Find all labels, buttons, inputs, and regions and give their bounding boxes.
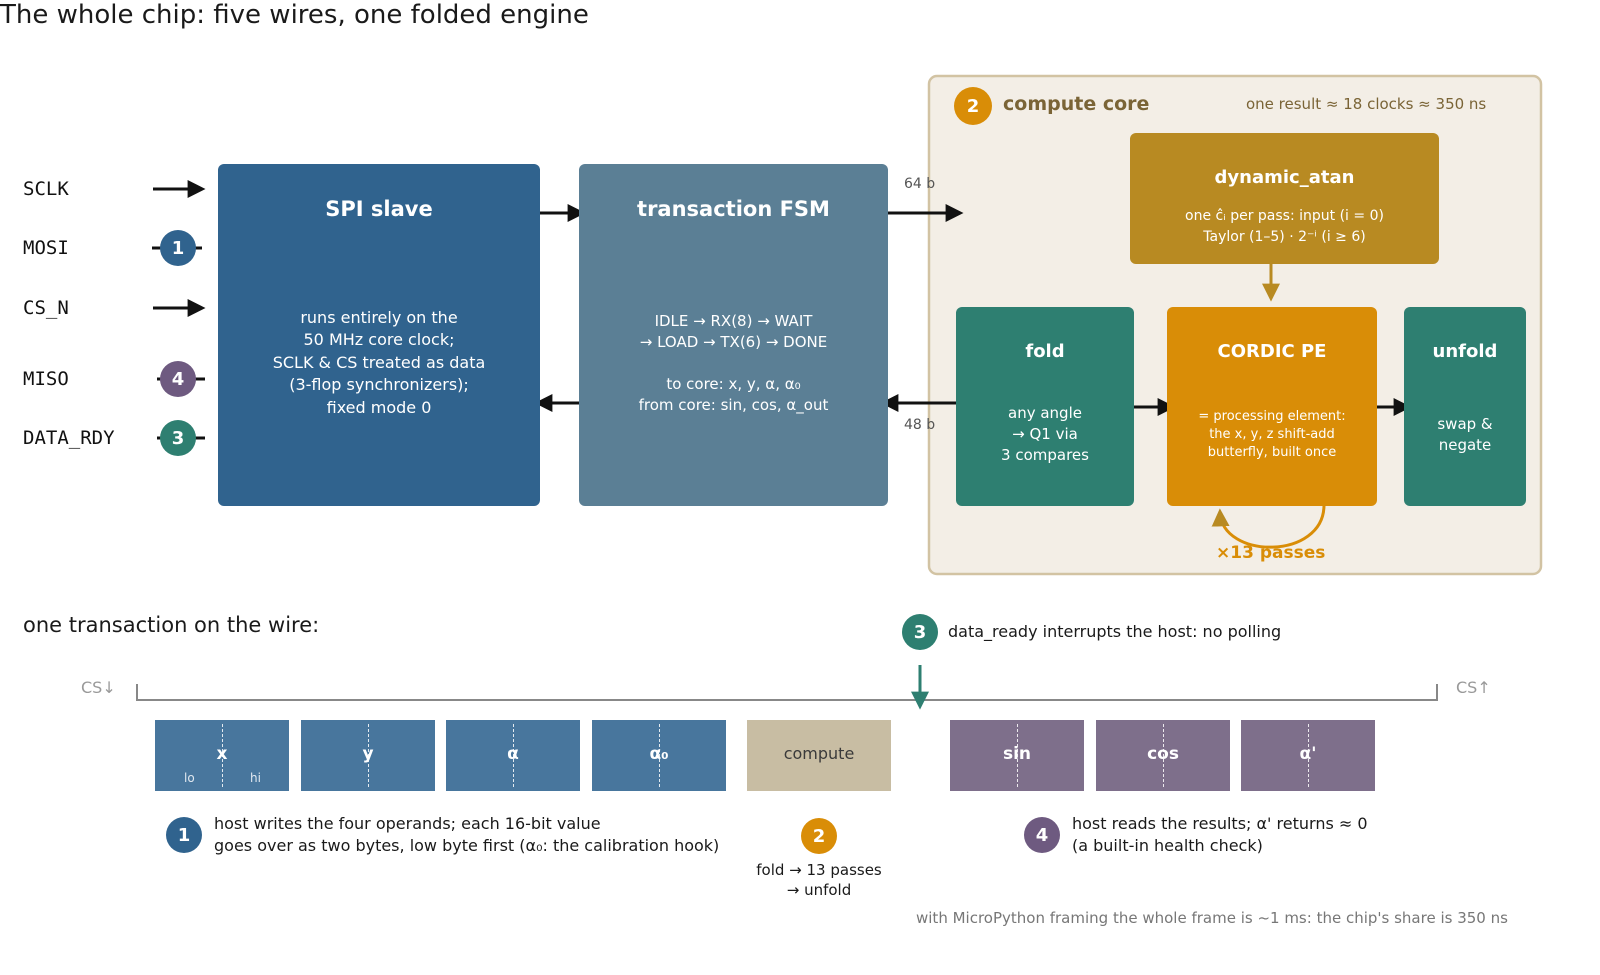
segment-cos: cos xyxy=(1096,720,1230,791)
passes-label: ×13 passes xyxy=(1216,543,1326,563)
segment-compute-label: compute xyxy=(783,744,855,763)
pin-cs-n: CS_N xyxy=(23,297,69,319)
badge-4-miso: 4 xyxy=(160,361,196,397)
badge-3-ready: 3 xyxy=(902,614,938,650)
note-host-reads: host reads the results; α' returns ≈ 0 (… xyxy=(1072,814,1368,856)
segment-alpha: α xyxy=(446,720,580,791)
unfold-body: swap & negate xyxy=(1437,415,1493,454)
fold-title: fold xyxy=(1025,341,1065,362)
segment-x-label: x xyxy=(216,744,228,764)
core-badge: 2 xyxy=(954,87,992,125)
segment-sin-divider xyxy=(1017,724,1018,787)
note-compute: fold → 13 passes → unfold xyxy=(756,861,882,900)
passes-loop-arrow xyxy=(1211,504,1326,549)
segment-alpha-divider xyxy=(513,724,514,787)
note-host-writes: host writes the four operands; each 16-b… xyxy=(214,814,720,856)
fsm-body: IDLE → RX(8) → WAIT → LOAD → TX(6) → DON… xyxy=(638,312,829,414)
spi-slave-title: SPI slave xyxy=(325,197,433,221)
segment-alpha0-label: α₀ xyxy=(649,744,669,764)
bus-out-width: 48 b xyxy=(904,417,936,433)
segment-alpha0: α₀ xyxy=(592,720,726,791)
segment-alpha-out-label: α' xyxy=(1299,744,1317,764)
core-timing: one result ≈ 18 clocks ≈ 350 ns xyxy=(1246,95,1487,113)
cs-bracket xyxy=(136,684,1438,701)
unfold-block: unfold swap & negate xyxy=(1404,307,1526,506)
ready-note: data_ready interrupts the host: no polli… xyxy=(948,622,1282,641)
pin-mosi: MOSI xyxy=(23,237,69,259)
badge-2-note: 2 xyxy=(801,818,837,854)
segment-cos-divider xyxy=(1163,724,1164,787)
pin-data-rdy: DATA_RDY xyxy=(23,427,115,449)
bus-in-width: 64 b xyxy=(904,176,936,192)
segment-x: x lo hi xyxy=(155,720,289,791)
unfold-title: unfold xyxy=(1432,341,1498,362)
cs-down-label: CS↓ xyxy=(81,678,116,697)
segment-sin-label: sin xyxy=(1002,744,1032,764)
segment-compute: compute xyxy=(747,720,891,791)
segment-y-divider xyxy=(368,724,369,787)
page-title: The whole chip: five wires, one folded e… xyxy=(0,0,589,30)
cordic-pe-body: = processing element: the x, y, z shift-… xyxy=(1198,409,1346,461)
badge-1-note: 1 xyxy=(166,817,202,853)
segment-alpha0-divider xyxy=(659,724,660,787)
segment-x-hi: hi xyxy=(250,771,261,785)
timeline-heading: one transaction on the wire: xyxy=(23,613,320,637)
segment-y: y xyxy=(301,720,435,791)
fsm-title: transaction FSM xyxy=(637,197,830,221)
cordic-pe-title: CORDIC PE xyxy=(1217,341,1327,362)
fold-body: any angle → Q1 via 3 compares xyxy=(1001,404,1089,464)
dynamic-atan-title: dynamic_atan xyxy=(1214,167,1355,188)
pin-miso: MISO xyxy=(23,368,69,390)
badge-4-note: 4 xyxy=(1024,817,1060,853)
dynamic-atan-block: dynamic_atan one ĉᵢ per pass: input (i =… xyxy=(1130,133,1439,264)
cs-up-label: CS↑ xyxy=(1456,678,1491,697)
pin-sclk: SCLK xyxy=(23,178,69,200)
segment-alpha-out: α' xyxy=(1241,720,1375,791)
segment-alpha-label: α xyxy=(507,744,519,764)
badge-1-mosi: 1 xyxy=(160,230,196,266)
spi-slave-block: SPI slave runs entirely on the 50 MHz co… xyxy=(218,164,540,506)
footer-note: with MicroPython framing the whole frame… xyxy=(916,909,1508,927)
fold-block: fold any angle → Q1 via 3 compares xyxy=(956,307,1134,506)
segment-x-lo: lo xyxy=(184,771,195,785)
core-title: compute core xyxy=(1003,93,1150,115)
segment-x-divider xyxy=(222,724,223,787)
segment-y-label: y xyxy=(362,744,374,764)
badge-3-data-rdy: 3 xyxy=(160,420,196,456)
spi-slave-body: runs entirely on the 50 MHz core clock; … xyxy=(272,308,486,417)
transaction-fsm-block: transaction FSM IDLE → RX(8) → WAIT → LO… xyxy=(579,164,888,506)
segment-sin: sin xyxy=(950,720,1084,791)
dynamic-atan-body: one ĉᵢ per pass: input (i = 0) Taylor (1… xyxy=(1185,208,1384,245)
segment-cos-label: cos xyxy=(1147,744,1179,764)
cordic-pe-block: CORDIC PE = processing element: the x, y… xyxy=(1167,307,1377,506)
segment-alpha-out-divider xyxy=(1308,724,1309,787)
